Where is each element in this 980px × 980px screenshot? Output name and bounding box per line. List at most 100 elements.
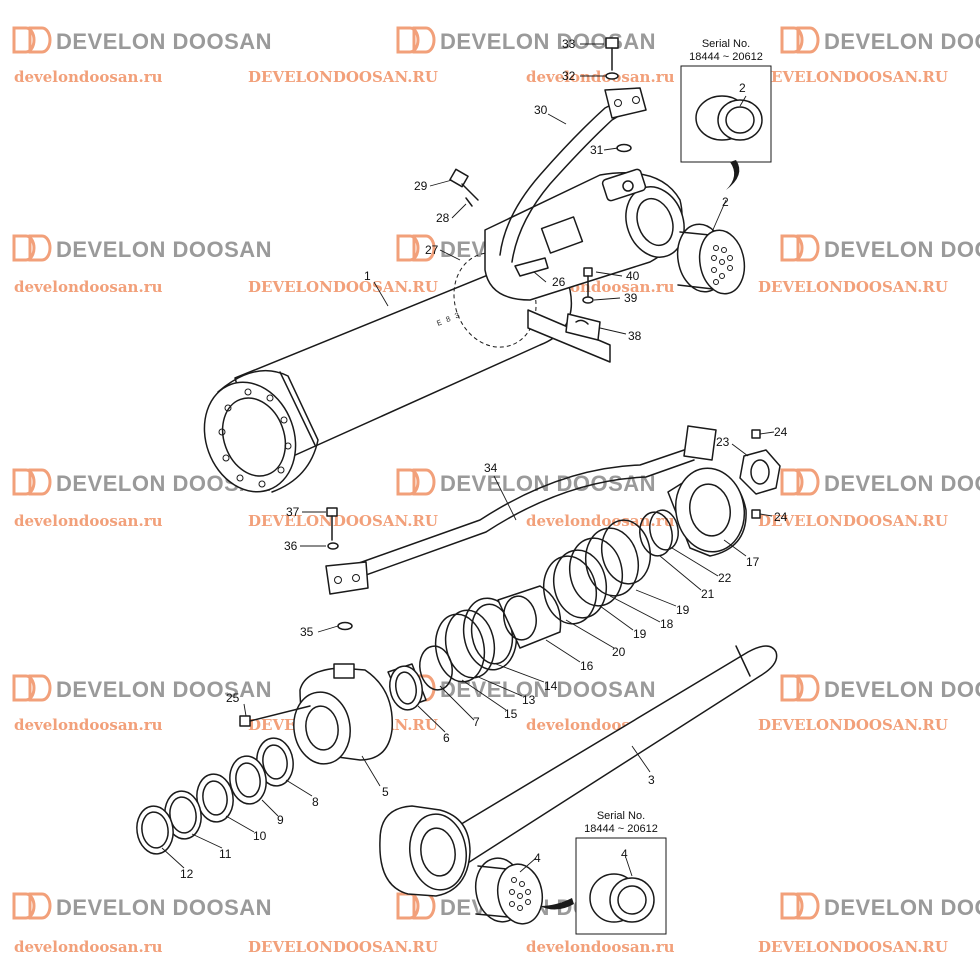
watermark-brand: DEVELON DOOSAN bbox=[12, 234, 272, 262]
callout-22: 22 bbox=[718, 571, 732, 585]
watermark-layer: DEVELON DOOSAN DEVELON DOOSAN DEVELON DOOS… bbox=[12, 26, 980, 956]
watermark-url: develondoosan.ru bbox=[14, 68, 163, 86]
doosan-logo-icon bbox=[780, 26, 820, 54]
doosan-logo-icon bbox=[780, 468, 820, 496]
doosan-logo-icon bbox=[780, 234, 820, 262]
callout-11: 11 bbox=[219, 847, 232, 861]
doosan-logo-icon bbox=[12, 892, 52, 920]
doosan-logo-icon bbox=[780, 892, 820, 920]
bushing-4 bbox=[474, 857, 544, 925]
watermark-brand-text: DEVELON DOOSAN bbox=[56, 677, 272, 702]
watermark-brand: DEVELON DOOSAN bbox=[780, 892, 980, 920]
cylinder-tube: E 8 3 bbox=[203, 168, 685, 493]
watermark-brand-text: DEVELON DOOSAN bbox=[824, 29, 980, 54]
callout-2: 2 bbox=[722, 195, 729, 209]
callout-23: 23 bbox=[716, 435, 730, 449]
watermark-brand: DEVELON DOOSAN bbox=[780, 468, 980, 496]
callout-14: 14 bbox=[544, 679, 558, 693]
callout-31: 31 bbox=[590, 143, 604, 157]
callout-5: 5 bbox=[382, 785, 389, 799]
callout-8: 8 bbox=[312, 795, 319, 809]
doosan-logo-icon bbox=[12, 26, 52, 54]
doosan-logo-icon bbox=[396, 26, 436, 54]
callout-34: 34 bbox=[484, 461, 498, 475]
bracket-38 bbox=[527, 267, 611, 363]
doosan-logo-icon bbox=[396, 234, 436, 262]
watermark-brand-text: DEVELON DOOSAN bbox=[440, 471, 656, 496]
doosan-logo-icon bbox=[12, 674, 52, 702]
callout-1: 1 bbox=[364, 269, 371, 283]
callout-7: 7 bbox=[473, 715, 480, 729]
bolt-29 bbox=[449, 168, 479, 201]
callout-19b: 19 bbox=[633, 627, 647, 641]
callout-39: 39 bbox=[624, 291, 638, 305]
seal-rings-8-12 bbox=[136, 737, 294, 855]
callout-17: 17 bbox=[746, 555, 760, 569]
callout-35: 35 bbox=[300, 625, 314, 639]
callout-21: 21 bbox=[701, 587, 715, 601]
watermark-brand: DEVELON DOOSAN bbox=[396, 468, 656, 496]
watermark-brand: DEVELON DOOSAN bbox=[396, 26, 656, 54]
watermark-brand: DEVELON DOOSAN bbox=[780, 26, 980, 54]
callout-3: 3 bbox=[648, 773, 655, 787]
callout-6: 6 bbox=[443, 731, 450, 745]
watermark-url: DEVELONDOOSAN.RU bbox=[758, 512, 948, 530]
doosan-logo-icon bbox=[396, 468, 436, 496]
callout-33: 33 bbox=[562, 37, 576, 51]
serial-range-lower: 18444 ~ 20612 bbox=[584, 823, 658, 835]
callout-13: 13 bbox=[522, 693, 536, 707]
watermark-url: develondoosan.ru bbox=[526, 938, 675, 956]
callout-18: 18 bbox=[660, 617, 674, 631]
callout-29: 29 bbox=[414, 179, 428, 193]
serial-box-lower bbox=[540, 837, 667, 935]
watermark-url: DEVELONDOOSAN.RU bbox=[248, 68, 438, 86]
bushing-2 bbox=[676, 223, 746, 295]
watermark-brand-text: DEVELON DOOSAN bbox=[56, 895, 272, 920]
callout-30: 30 bbox=[534, 103, 548, 117]
callout-12: 12 bbox=[180, 867, 194, 881]
serial-title-lower: Serial No. bbox=[597, 810, 645, 822]
callout-26: 26 bbox=[552, 275, 566, 289]
pipe-upper bbox=[499, 37, 647, 263]
callout-27: 27 bbox=[425, 243, 439, 257]
watermark-url: develondoosan.ru bbox=[526, 512, 675, 530]
callout-28: 28 bbox=[436, 211, 450, 225]
watermark-brand: DEVELON DOOSAN bbox=[780, 674, 980, 702]
callout-2-box: 2 bbox=[739, 81, 746, 95]
callout-9: 9 bbox=[277, 813, 284, 827]
serial-title-upper: Serial No. bbox=[702, 38, 750, 50]
watermark-brand-text: DEVELON DOOSAN bbox=[824, 471, 980, 496]
watermark-url: DEVELONDOOSAN.RU bbox=[758, 68, 948, 86]
callout-labels: 1 2 2 3 4 4 5 6 7 8 9 10 11 12 13 14 15 … bbox=[180, 37, 788, 881]
watermark-url: develondoosan.ru bbox=[526, 68, 675, 86]
pin-28 bbox=[465, 197, 473, 207]
watermark-brand: DEVELON DOOSAN bbox=[12, 892, 272, 920]
watermark-url: DEVELONDOOSAN.RU bbox=[248, 938, 438, 956]
callout-20: 20 bbox=[612, 645, 626, 659]
callout-37: 37 bbox=[286, 505, 300, 519]
callout-24a: 24 bbox=[774, 425, 788, 439]
callout-19a: 19 bbox=[676, 603, 690, 617]
serial-box-upper bbox=[680, 65, 772, 190]
callout-4: 4 bbox=[534, 851, 541, 865]
callout-4-box: 4 bbox=[621, 847, 628, 861]
watermark-url: develondoosan.ru bbox=[14, 938, 163, 956]
watermark-url: DEVELONDOOSAN.RU bbox=[248, 278, 438, 296]
watermark-url: DEVELONDOOSAN.RU bbox=[758, 716, 948, 734]
piston-group bbox=[387, 429, 781, 711]
watermark-brand-text: DEVELON DOOSAN bbox=[824, 237, 980, 262]
callout-10: 10 bbox=[253, 829, 267, 843]
callout-24b: 24 bbox=[774, 510, 788, 524]
watermark-brand-text: DEVELON DOOSAN bbox=[56, 237, 272, 262]
watermark-brand: DEVELON DOOSAN bbox=[12, 674, 272, 702]
watermark-url: DEVELONDOOSAN.RU bbox=[758, 278, 948, 296]
watermark-url: develondoosan.ru bbox=[14, 278, 163, 296]
serial-range-upper: 18444 ~ 20612 bbox=[689, 51, 763, 63]
piston-rod bbox=[379, 645, 778, 897]
watermark-brand-text: DEVELON DOOSAN bbox=[440, 29, 656, 54]
watermark-brand: DEVELON DOOSAN bbox=[780, 234, 980, 262]
doosan-logo-icon bbox=[780, 674, 820, 702]
watermark-url: DEVELONDOOSAN.RU bbox=[758, 938, 948, 956]
